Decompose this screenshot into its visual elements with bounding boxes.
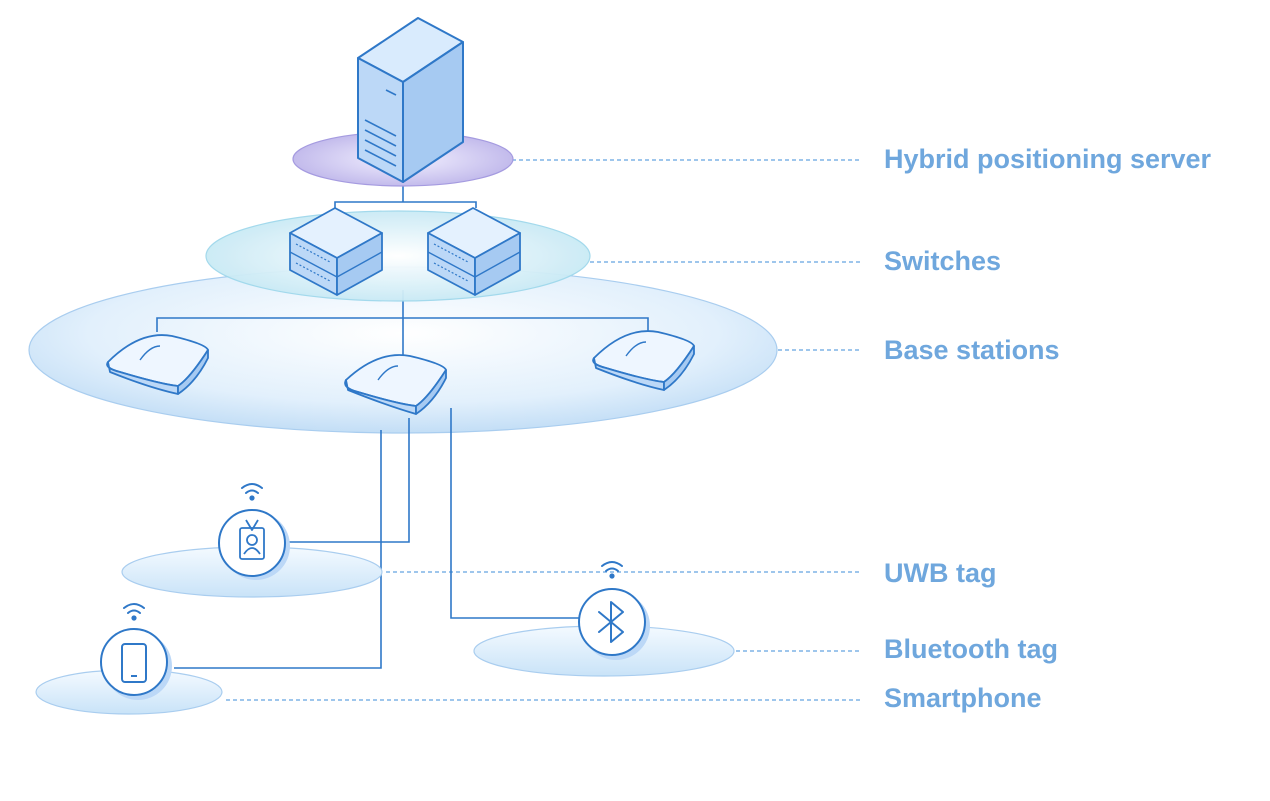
connection-lines (156, 183, 649, 669)
uwb-tag-device (218, 483, 290, 580)
bluetooth-icon (598, 601, 624, 643)
smartphone-icon (121, 643, 147, 683)
access-point-icon (106, 334, 209, 395)
label-uwb-tag: UWB tag (884, 558, 997, 588)
label-server: Hybrid positioning server (884, 144, 1212, 174)
wifi-signal-icon (241, 483, 263, 501)
label-base-stations: Base stations (884, 335, 1060, 365)
badge-icon (239, 519, 265, 560)
server-icon (357, 17, 464, 183)
switch-icon (427, 207, 521, 296)
label-smartphone: Smartphone (884, 683, 1042, 713)
bluetooth-tag-device (578, 561, 650, 660)
access-point-icon (344, 354, 447, 415)
label-switches: Switches (884, 246, 1002, 276)
switches-platform (205, 210, 591, 302)
leader-lines (226, 159, 860, 701)
wifi-signal-icon (123, 603, 145, 621)
smartphone-device (100, 603, 172, 700)
switch-icon (289, 207, 383, 296)
label-bluetooth-tag: Bluetooth tag (884, 634, 1058, 664)
wifi-signal-icon (601, 561, 623, 579)
access-point-icon (592, 330, 695, 391)
